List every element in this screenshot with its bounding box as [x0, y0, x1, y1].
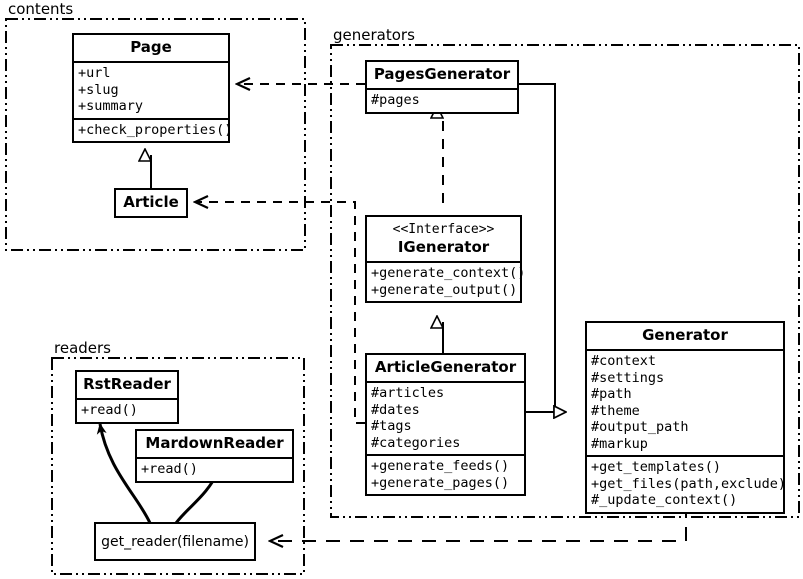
class-attributes-articlegenerator: #articles #dates #tags #categories — [367, 381, 524, 454]
package-label-contents: contents — [6, 0, 76, 18]
class-name-article: Article — [123, 193, 179, 211]
class-name-articlegenerator: ArticleGenerator — [374, 358, 517, 376]
attribute-row: #pages — [371, 92, 420, 108]
edge-articlegenerator-dependency-article — [195, 202, 365, 424]
attribute-row: #theme — [591, 402, 640, 419]
attribute-row: +slug — [78, 81, 119, 98]
class-operations-mardownreader: +read() — [137, 457, 292, 481]
operation-row: +check_properties() — [78, 121, 233, 138]
attribute-row: #markup — [591, 435, 648, 452]
class-operations-rstreader: +read() — [77, 398, 177, 422]
operation-row: +generate_output() — [371, 281, 518, 298]
class-operations-generator: +get_templates() +get_files(path,exclude… — [587, 455, 787, 512]
class-operations-articlegenerator: +generate_feeds() +generate_pages() — [367, 454, 524, 494]
operation-row: +generate_feeds() — [371, 458, 510, 474]
attribute-row: #output_path — [591, 419, 689, 435]
edge-pagesgenerator-generalizes-generator — [519, 83, 566, 412]
attribute-row: #articles — [371, 385, 445, 401]
class-attributes-pagesgenerator: #pages — [367, 88, 517, 112]
class-name-igenerator: IGenerator — [397, 238, 490, 256]
operation-row: +get_templates() — [591, 459, 722, 475]
operation-row: +get_files(path,exclude) — [591, 475, 787, 492]
class-box-igenerator[interactable]: <<Interface>> IGenerator +generate_conte… — [365, 215, 526, 303]
class-operations-page: +check_properties() — [74, 117, 233, 142]
class-operations-igenerator: +generate_context() +generate_output() — [367, 261, 526, 301]
attribute-row: #tags — [371, 418, 412, 434]
class-box-article[interactable]: Article — [114, 188, 188, 218]
class-stereotype-igenerator: <<Interface>> — [392, 222, 495, 237]
class-box-rstreader[interactable]: RstReader +read() — [75, 370, 179, 424]
function-label-get-reader: get_reader(filename) — [101, 533, 249, 550]
operation-row: +read() — [81, 402, 138, 418]
class-header-igenerator: <<Interface>> IGenerator — [367, 217, 520, 261]
class-box-mardownreader[interactable]: MardownReader +read() — [135, 429, 294, 483]
attribute-row: #dates — [371, 401, 420, 418]
attribute-row: +summary — [78, 98, 144, 114]
attribute-row: #settings — [591, 369, 665, 386]
class-name-generator: Generator — [642, 326, 728, 344]
class-name-page: Page — [130, 38, 172, 56]
class-box-page[interactable]: Page +url +slug +summary +check_properti… — [72, 33, 233, 143]
class-name-rstreader: RstReader — [83, 375, 171, 393]
class-attributes-generator: #context #settings #path #theme #output_… — [587, 349, 783, 455]
operation-row: +generate_context() — [371, 265, 526, 281]
attribute-row: #categories — [371, 434, 461, 451]
class-attributes-page: +url +slug +summary — [74, 61, 228, 118]
attribute-row: #context — [591, 353, 657, 369]
operation-row: +generate_pages() — [371, 474, 510, 491]
package-label-readers: readers — [52, 339, 113, 357]
class-box-articlegenerator[interactable]: ArticleGenerator #articles #dates #tags … — [365, 353, 526, 496]
operation-row: #_update_context() — [591, 492, 738, 508]
attribute-row: +url — [78, 65, 111, 81]
class-name-pagesgenerator: PagesGenerator — [373, 65, 511, 83]
function-box-get-reader[interactable]: get_reader(filename) — [94, 522, 256, 561]
operation-row: +read() — [141, 461, 198, 477]
attribute-row: #path — [591, 386, 632, 402]
class-name-mardownreader: MardownReader — [145, 434, 284, 452]
package-label-generators: generators — [331, 26, 417, 44]
class-box-generator[interactable]: Generator #context #settings #path #them… — [585, 321, 787, 514]
class-box-pagesgenerator[interactable]: PagesGenerator #pages — [365, 60, 519, 114]
